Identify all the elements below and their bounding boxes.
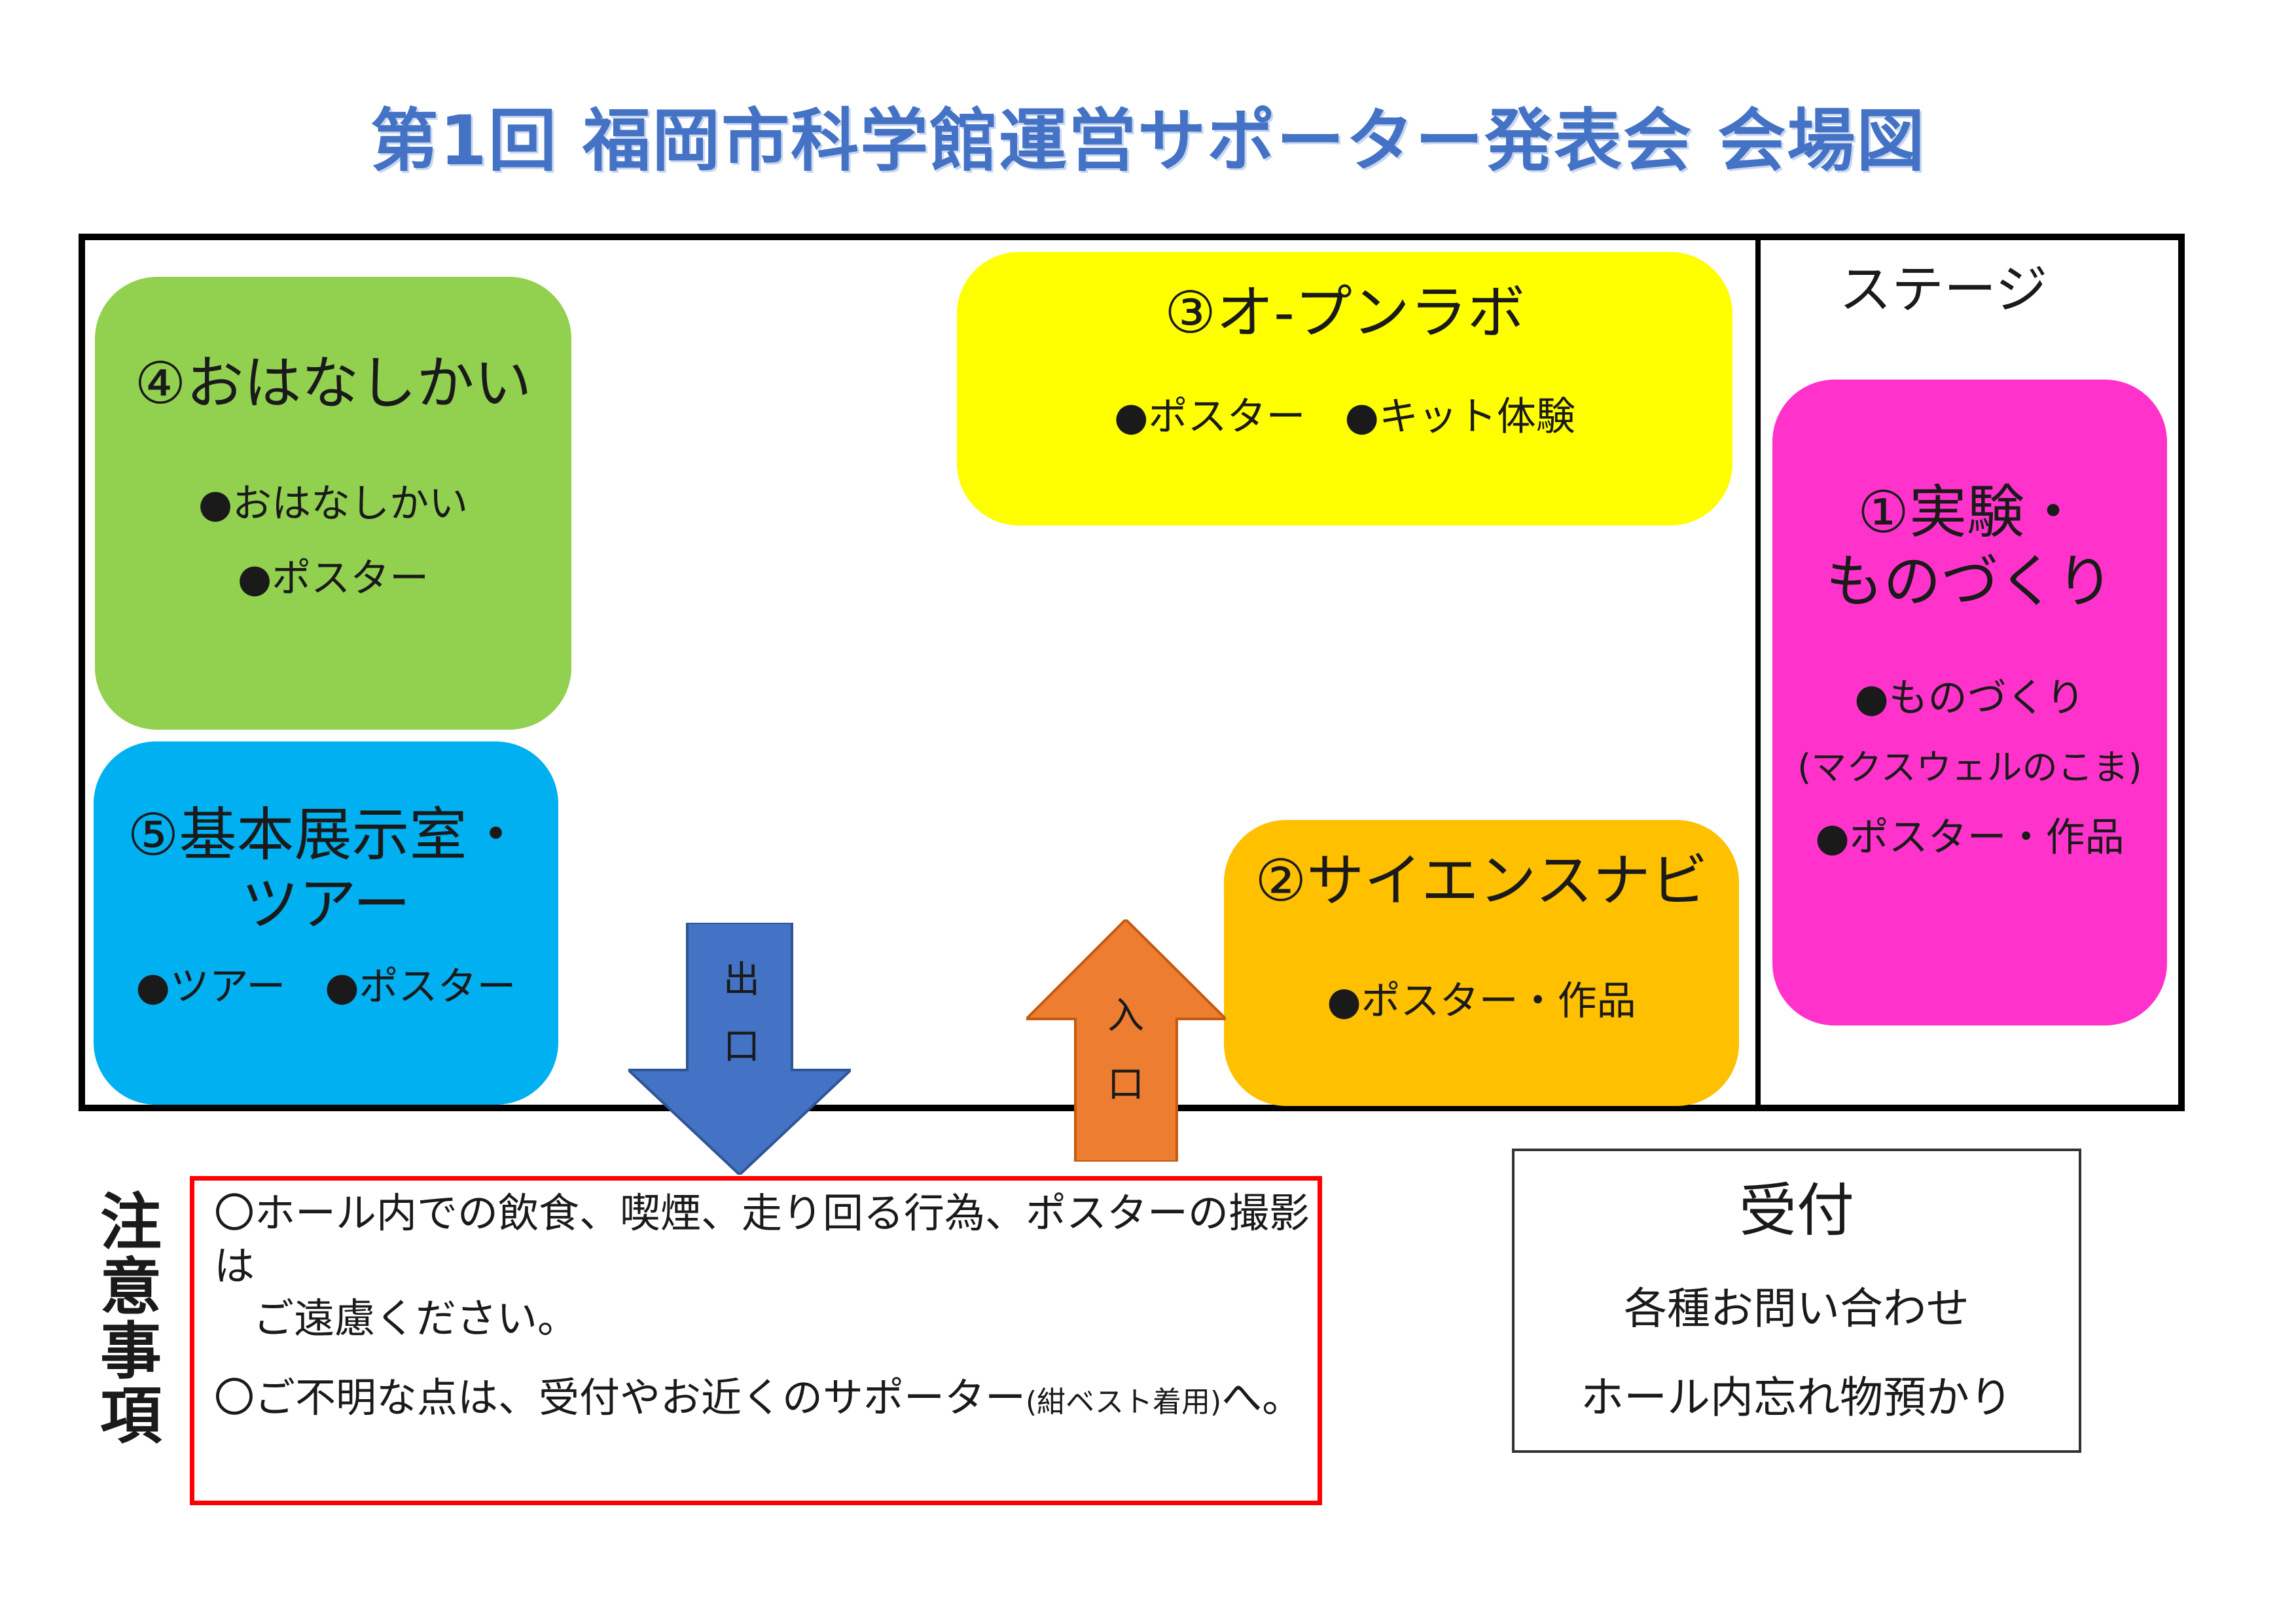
zone-item: ●ポスター (237, 555, 429, 601)
reception-item: ホール内忘れ物預かり (1581, 1372, 2013, 1423)
notice-heading-char: 項 (99, 1381, 162, 1453)
zone-title: ③オ-プンラボ (1164, 279, 1525, 346)
exit-label-1: 出 (723, 959, 760, 1001)
zone-title: ②サイエンスナビ (1255, 847, 1708, 914)
notice-heading-char: 意 (99, 1251, 162, 1323)
reception-item: 各種お問い合わせ (1624, 1283, 1969, 1334)
reception-title: 受付 (1738, 1177, 1854, 1244)
notice-line-2-small: (紺ベスト着用) (1026, 1385, 1222, 1419)
stage-divider (1755, 234, 1761, 1111)
entrance-arrow-icon (1026, 919, 1226, 1162)
reception-box: 受付 各種お問い合わせ ホール内忘れ物預かり (1512, 1149, 2081, 1453)
zone-item: ●ツアー ●ポスター (135, 964, 516, 1010)
notice-line-2: 〇ご不明な点は、受付やお近くのサポーター(紺ベスト着用)へ。 (214, 1372, 1318, 1425)
notice-line-2-end: へ。 (1221, 1373, 1303, 1421)
zone-item: ●ものづくり (1854, 675, 2085, 722)
zone-open-lab: ③オ-プンラボ ●ポスター ●キット体験 (957, 252, 1732, 526)
stage-underline (1761, 1106, 1957, 1110)
notice-heading-char: 事 (99, 1316, 162, 1388)
entrance-label-1: 入 (1107, 995, 1144, 1037)
exit-arrow-icon (628, 923, 851, 1175)
zone-experiment-making: ①実験・ ものづくり ●ものづくり (マクスウェルのこま) ●ポスター・作品 (1772, 380, 2167, 1026)
notice-box: 〇ホール内での飲食、喫煙、走り回る行為、ポスターの撮影は ご遠慮ください。 〇ご… (190, 1176, 1322, 1505)
zone-title: ①実験・ (1857, 478, 2082, 546)
notice-heading: 注 意 事 項 (95, 1187, 167, 1453)
zone-ohanashikai: ④おはなしかい ●おはなしかい ●ポスター (95, 277, 571, 730)
zone-title-line2: ツアー (241, 870, 411, 938)
notice-line-2-main: 〇ご不明な点は、受付やお近くのサポーター (214, 1373, 1026, 1421)
notice-line-1b: ご遠慮ください。 (253, 1294, 579, 1343)
exit-label-2: 口 (723, 1026, 760, 1068)
entrance-label-2: 口 (1107, 1063, 1144, 1106)
zone-exhibition-tour: ⑤基本展示室・ ツアー ●ツアー ●ポスター (94, 741, 558, 1105)
zone-item: ●ポスター・作品 (1327, 978, 1636, 1024)
zone-science-navi: ②サイエンスナビ ●ポスター・作品 (1224, 820, 1739, 1106)
page-title: 第1回 福岡市科学館運営サポーター発表会 会場図 (370, 101, 1926, 181)
zone-title-line2: ものづくり (1825, 547, 2114, 615)
notice-line-1: 〇ホール内での飲食、喫煙、走り回る行為、ポスターの撮影は (214, 1189, 1310, 1290)
zone-title: ④おはなしかい (134, 349, 532, 417)
zone-item: ●ポスター ●キット体験 (1114, 393, 1575, 440)
stage-label: ステージ (1839, 259, 2048, 320)
zone-item: ●おはなしかい (198, 480, 469, 527)
notice-heading-char: 注 (99, 1187, 162, 1258)
zone-title: ⑤基本展示室・ (127, 801, 525, 868)
zone-item: ●ポスター・作品 (1815, 814, 2125, 861)
zone-item-note: (マクスウェルのこま) (1797, 747, 2142, 789)
